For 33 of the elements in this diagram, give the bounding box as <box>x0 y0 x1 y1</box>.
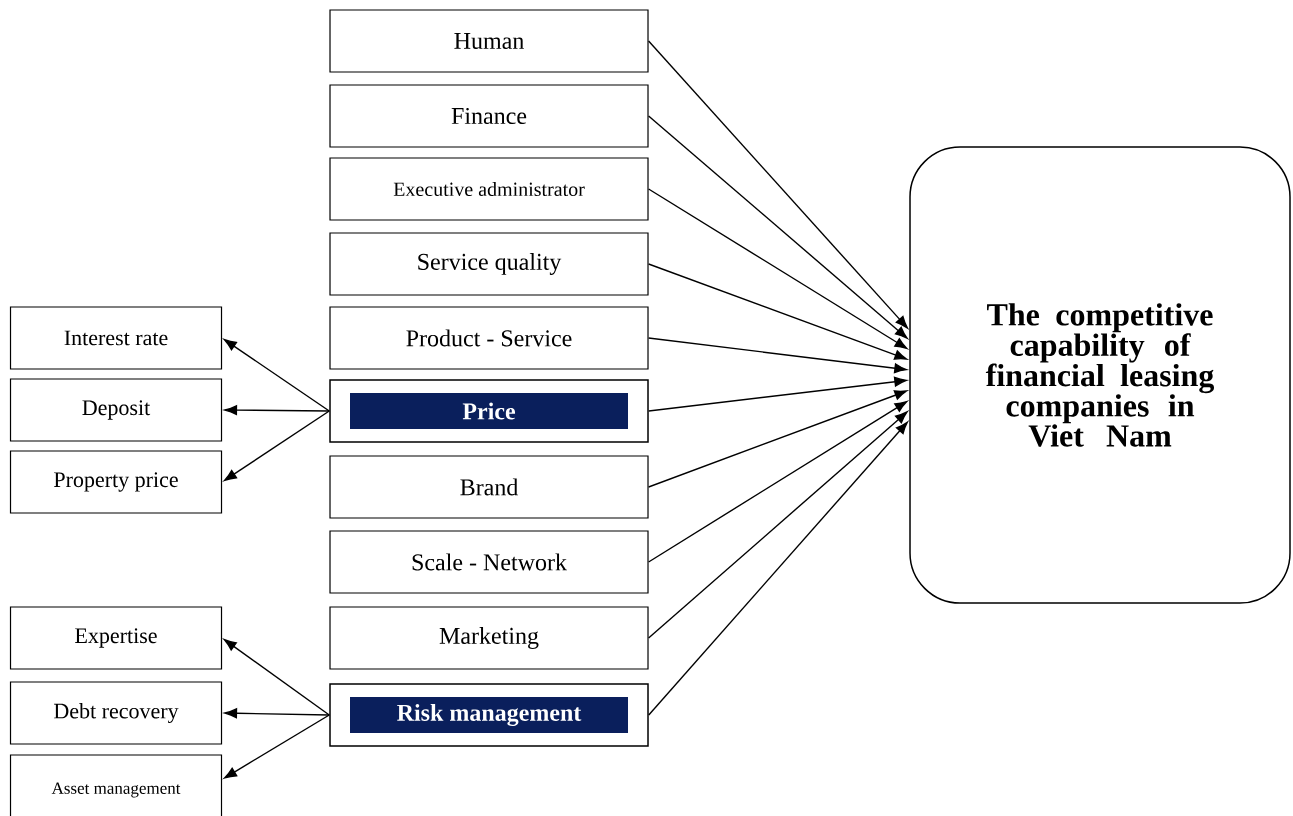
arrow <box>647 188 908 350</box>
factor-box: Finance <box>329 84 649 148</box>
factor-box: Executive administrator <box>329 157 649 221</box>
arrow <box>223 714 330 779</box>
factor-box: Product - Service <box>329 306 649 370</box>
arrow <box>224 405 330 416</box>
factor-box: Price <box>329 379 649 443</box>
factor-box: Marketing <box>329 606 649 670</box>
sub-factor-box: Deposit <box>9 378 223 442</box>
factor-box: Human <box>329 9 649 73</box>
sub-factor-box: Asset management <box>9 754 223 816</box>
sub-factor-box: Interest rate <box>9 306 223 370</box>
factor-box: Risk management <box>329 683 649 747</box>
arrow <box>648 376 908 412</box>
arrow <box>223 410 330 482</box>
arrow <box>223 639 330 716</box>
sub-factor-box: Expertise <box>9 606 223 670</box>
sub-factor-box: Property price <box>9 450 223 514</box>
factor-box: Scale - Network <box>329 530 649 594</box>
arrow <box>647 115 908 339</box>
result-box: The competitive capability of financial leasing companies in Viet Nam <box>909 146 1291 604</box>
arrow <box>647 400 908 563</box>
arrow <box>647 337 908 374</box>
arrow <box>647 40 908 329</box>
arrow <box>223 338 330 412</box>
arrow <box>224 708 330 719</box>
arrow <box>647 390 908 488</box>
factor-box: Brand <box>329 455 649 519</box>
sub-factor-box: Debt recovery <box>9 681 223 745</box>
arrow <box>648 421 908 716</box>
arrow <box>647 411 908 639</box>
arrow <box>647 263 908 360</box>
factor-box: Service quality <box>329 232 649 296</box>
